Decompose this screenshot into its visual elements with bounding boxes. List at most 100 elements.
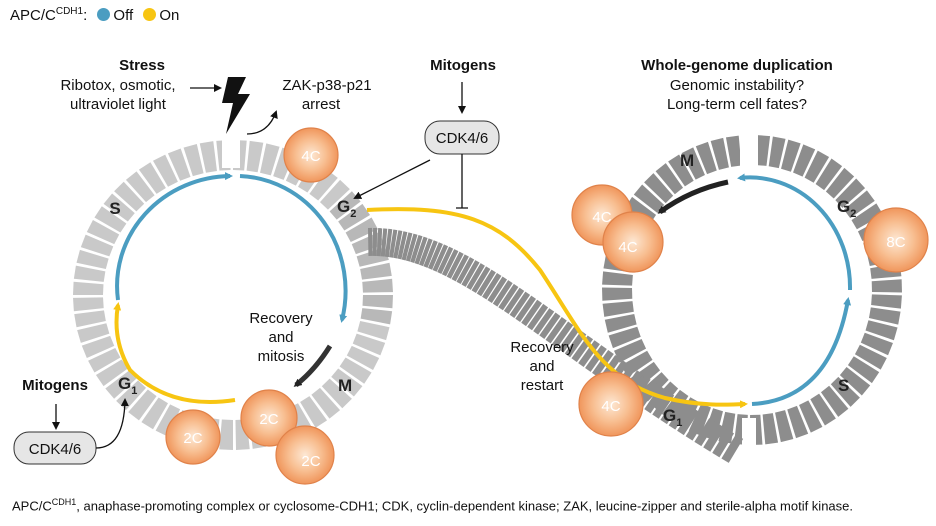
bridge-segment: [441, 249, 459, 277]
left-ring-segment: [360, 262, 392, 280]
right-ring-segment: [787, 405, 809, 439]
bridge-segment: [668, 401, 691, 430]
phase-g1-left: G1: [118, 374, 137, 397]
legend-off-dot: [97, 8, 111, 21]
cell-4c-right-top-label: 4C: [592, 209, 611, 226]
left-ring-segment: [362, 278, 393, 293]
cell-2c-left: 2C: [165, 409, 221, 465]
bridge-segment: [487, 276, 508, 303]
left-ring-segment: [73, 281, 104, 295]
left-ring-segment: [88, 347, 121, 373]
bridge-segment: [694, 418, 717, 447]
bridge-segment: [410, 235, 423, 264]
left-ring-segment: [199, 141, 217, 173]
legend-label-sup: CDH1: [55, 6, 84, 17]
right-ring-segment: [768, 136, 786, 169]
left-ring-segment: [138, 162, 166, 194]
left-ring-segment: [300, 396, 328, 428]
bridge-segment: [405, 233, 418, 262]
bridge-segment: [660, 396, 683, 425]
cdk46-top-inhibit: [456, 154, 468, 209]
bridge-segment: [437, 246, 454, 274]
footer-prefix: APC/C: [12, 498, 52, 514]
right-ring-segment: [865, 320, 898, 341]
recovery-restart-line1: Recovery: [510, 339, 574, 356]
right-ring-segment: [815, 158, 843, 191]
bridge-segment: [498, 283, 519, 311]
arrest-line2: arrest: [302, 96, 341, 113]
stress-title: Stress: [119, 57, 165, 74]
right-ring-segment: [668, 154, 694, 187]
bridge-segment: [380, 228, 388, 257]
wgd-line1: Genomic instability?: [670, 77, 804, 94]
left-ring-segment: [80, 234, 114, 257]
left-ring-segment: [346, 345, 380, 370]
left-ring-segment: [77, 323, 110, 343]
bridge-segment: [446, 251, 464, 279]
left-ring-segment: [167, 148, 191, 181]
right-ring-segment: [839, 366, 871, 396]
bridge-segment: [476, 269, 496, 297]
bridge-segment: [721, 434, 744, 463]
cell-4c-top-label: 4C: [301, 148, 320, 165]
left-ring-segment: [141, 397, 168, 430]
right-ring-segment: [602, 287, 633, 301]
wgd-line2: Long-term cell fates?: [667, 96, 807, 113]
legend-on-text: On: [159, 7, 180, 24]
phase-g1-right: G1: [663, 406, 682, 429]
phase-g2-left-sub: 2: [350, 208, 356, 220]
stress-line2: ultraviolet light: [70, 96, 167, 113]
cell-4c-right-bottom: 4C: [602, 211, 664, 273]
left-ring-segment: [81, 335, 115, 359]
cdk46-bottom-arrow: [95, 398, 129, 449]
bridge-segment: [471, 266, 491, 293]
m-gap: [740, 128, 758, 168]
phase-g2-right-sub: 2: [850, 208, 856, 220]
cdk46-bottom-label: CDK4/6: [29, 441, 82, 458]
right-ring-segment: [644, 173, 674, 204]
right-ring-segment: [835, 178, 866, 208]
bridge-segment: [393, 230, 403, 259]
cell-2c-left-label: 2C: [183, 430, 202, 447]
cell-4c-restart: 4C: [578, 371, 644, 437]
right-ring-segment: [602, 301, 634, 317]
right-ring-segment: [695, 141, 717, 175]
phase-m-left: M: [338, 376, 352, 395]
left-ring-segment: [311, 387, 341, 419]
bridge-segment: [423, 240, 438, 268]
right-ring-segment: [830, 376, 860, 407]
right-ring-segment: [756, 135, 771, 166]
left-ring-segment: [95, 359, 128, 387]
cell-2c-mid-bottom-label: 2C: [301, 453, 320, 470]
bridge-segment: [401, 232, 413, 261]
recovery-restart-line2: and: [529, 358, 554, 375]
bridge-segment: [372, 227, 378, 257]
right-ring-segment: [674, 397, 700, 430]
left-ring-segment: [74, 310, 106, 328]
left-ring-segment: [94, 206, 127, 233]
left-ring-segment: [114, 181, 145, 212]
cell-4c-right-bottom-label: 4C: [618, 239, 637, 256]
right-ring-segment: [681, 147, 705, 180]
phase-g2-right-letter: G: [837, 197, 850, 216]
bridge-segment: [466, 263, 485, 290]
recovery-restart-line3: restart: [521, 377, 564, 394]
bridge-segment: [384, 228, 393, 258]
bridge-segment: [578, 340, 600, 367]
left-ring-segment: [105, 370, 137, 399]
phase-g1-left-letter: G: [118, 374, 131, 393]
right-ring-segment: [871, 279, 902, 293]
left-ring-segment: [73, 297, 104, 312]
bridge-segment: [427, 242, 443, 270]
figure-eight-yellow-arrow: [366, 207, 748, 409]
bridge-segment: [461, 260, 480, 287]
cell-2c-mid-top: 2C: [240, 389, 298, 447]
legend-label: APC/C: [10, 7, 56, 24]
phase-g1-left-sub: 1: [131, 385, 137, 397]
right-ring-segment: [655, 163, 684, 195]
bridge-segment: [418, 238, 433, 267]
phase-g2-right: G2: [837, 197, 856, 220]
recovery-mitosis-line1: Recovery: [249, 310, 313, 327]
legend-on-dot: [143, 8, 157, 21]
